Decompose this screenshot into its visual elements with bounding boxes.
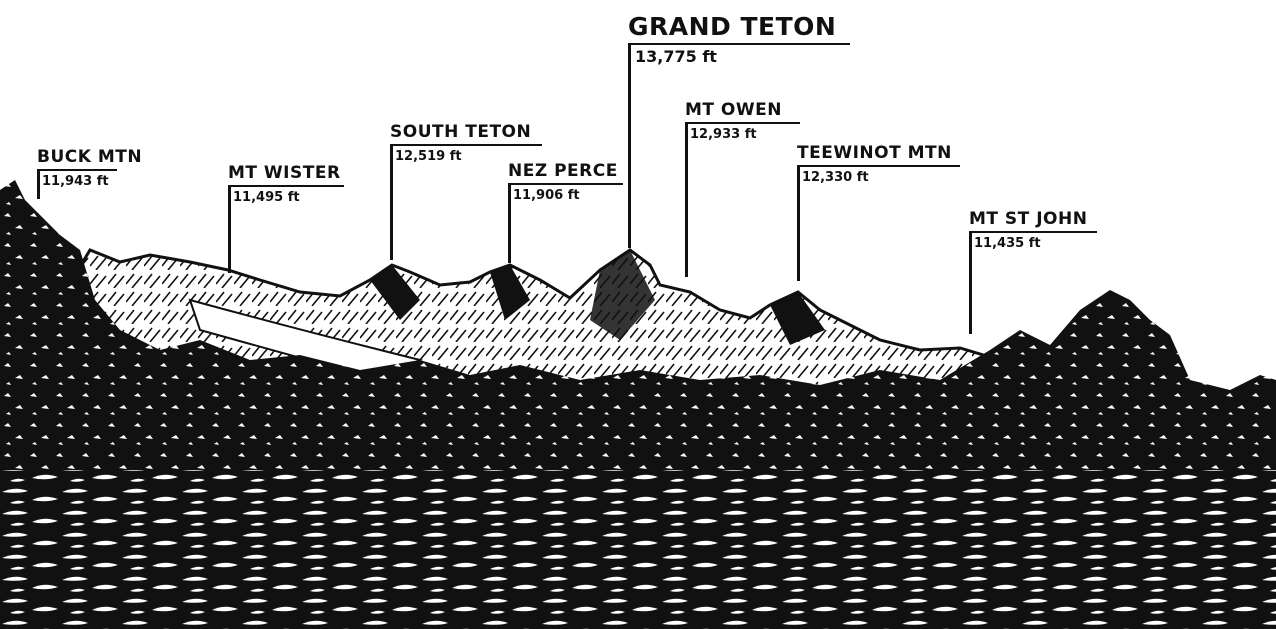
label-underline bbox=[390, 144, 542, 146]
leader-line bbox=[508, 183, 511, 263]
peak-name: NEZ PERCE bbox=[508, 161, 618, 181]
leader-line bbox=[969, 231, 972, 334]
label-underline bbox=[228, 185, 344, 187]
peak-elevation: 12,933 ft bbox=[690, 127, 757, 142]
label-underline bbox=[797, 165, 960, 167]
leader-line bbox=[797, 165, 800, 281]
label-underline bbox=[37, 169, 117, 171]
label-underline bbox=[628, 43, 850, 45]
peak-name: MT WISTER bbox=[228, 163, 341, 183]
peak-name: BUCK MTN bbox=[37, 147, 143, 167]
peak-elevation: 12,519 ft bbox=[395, 149, 462, 164]
peak-elevation: 13,775 ft bbox=[635, 47, 717, 66]
label-underline bbox=[685, 122, 800, 124]
peak-elevation: 11,435 ft bbox=[974, 236, 1041, 251]
meadow-foreground bbox=[0, 470, 1276, 629]
leader-line bbox=[390, 144, 393, 260]
peak-elevation: 11,495 ft bbox=[233, 190, 300, 205]
peak-name: GRAND TETON bbox=[628, 12, 837, 41]
leader-line bbox=[37, 169, 40, 199]
peak-elevation: 11,943 ft bbox=[42, 174, 109, 189]
label-underline bbox=[969, 231, 1097, 233]
leader-line bbox=[628, 43, 631, 248]
label-underline bbox=[508, 183, 623, 185]
peak-elevation: 12,330 ft bbox=[802, 170, 869, 185]
leader-line bbox=[685, 122, 688, 277]
forest-band bbox=[0, 180, 1276, 500]
peak-name: SOUTH TETON bbox=[390, 122, 532, 142]
peak-name: TEEWINOT MTN bbox=[797, 143, 952, 163]
leader-line bbox=[228, 185, 231, 273]
peak-name: MT ST JOHN bbox=[969, 209, 1088, 229]
peak-name: MT OWEN bbox=[685, 100, 782, 120]
peak-elevation: 11,906 ft bbox=[513, 188, 580, 203]
